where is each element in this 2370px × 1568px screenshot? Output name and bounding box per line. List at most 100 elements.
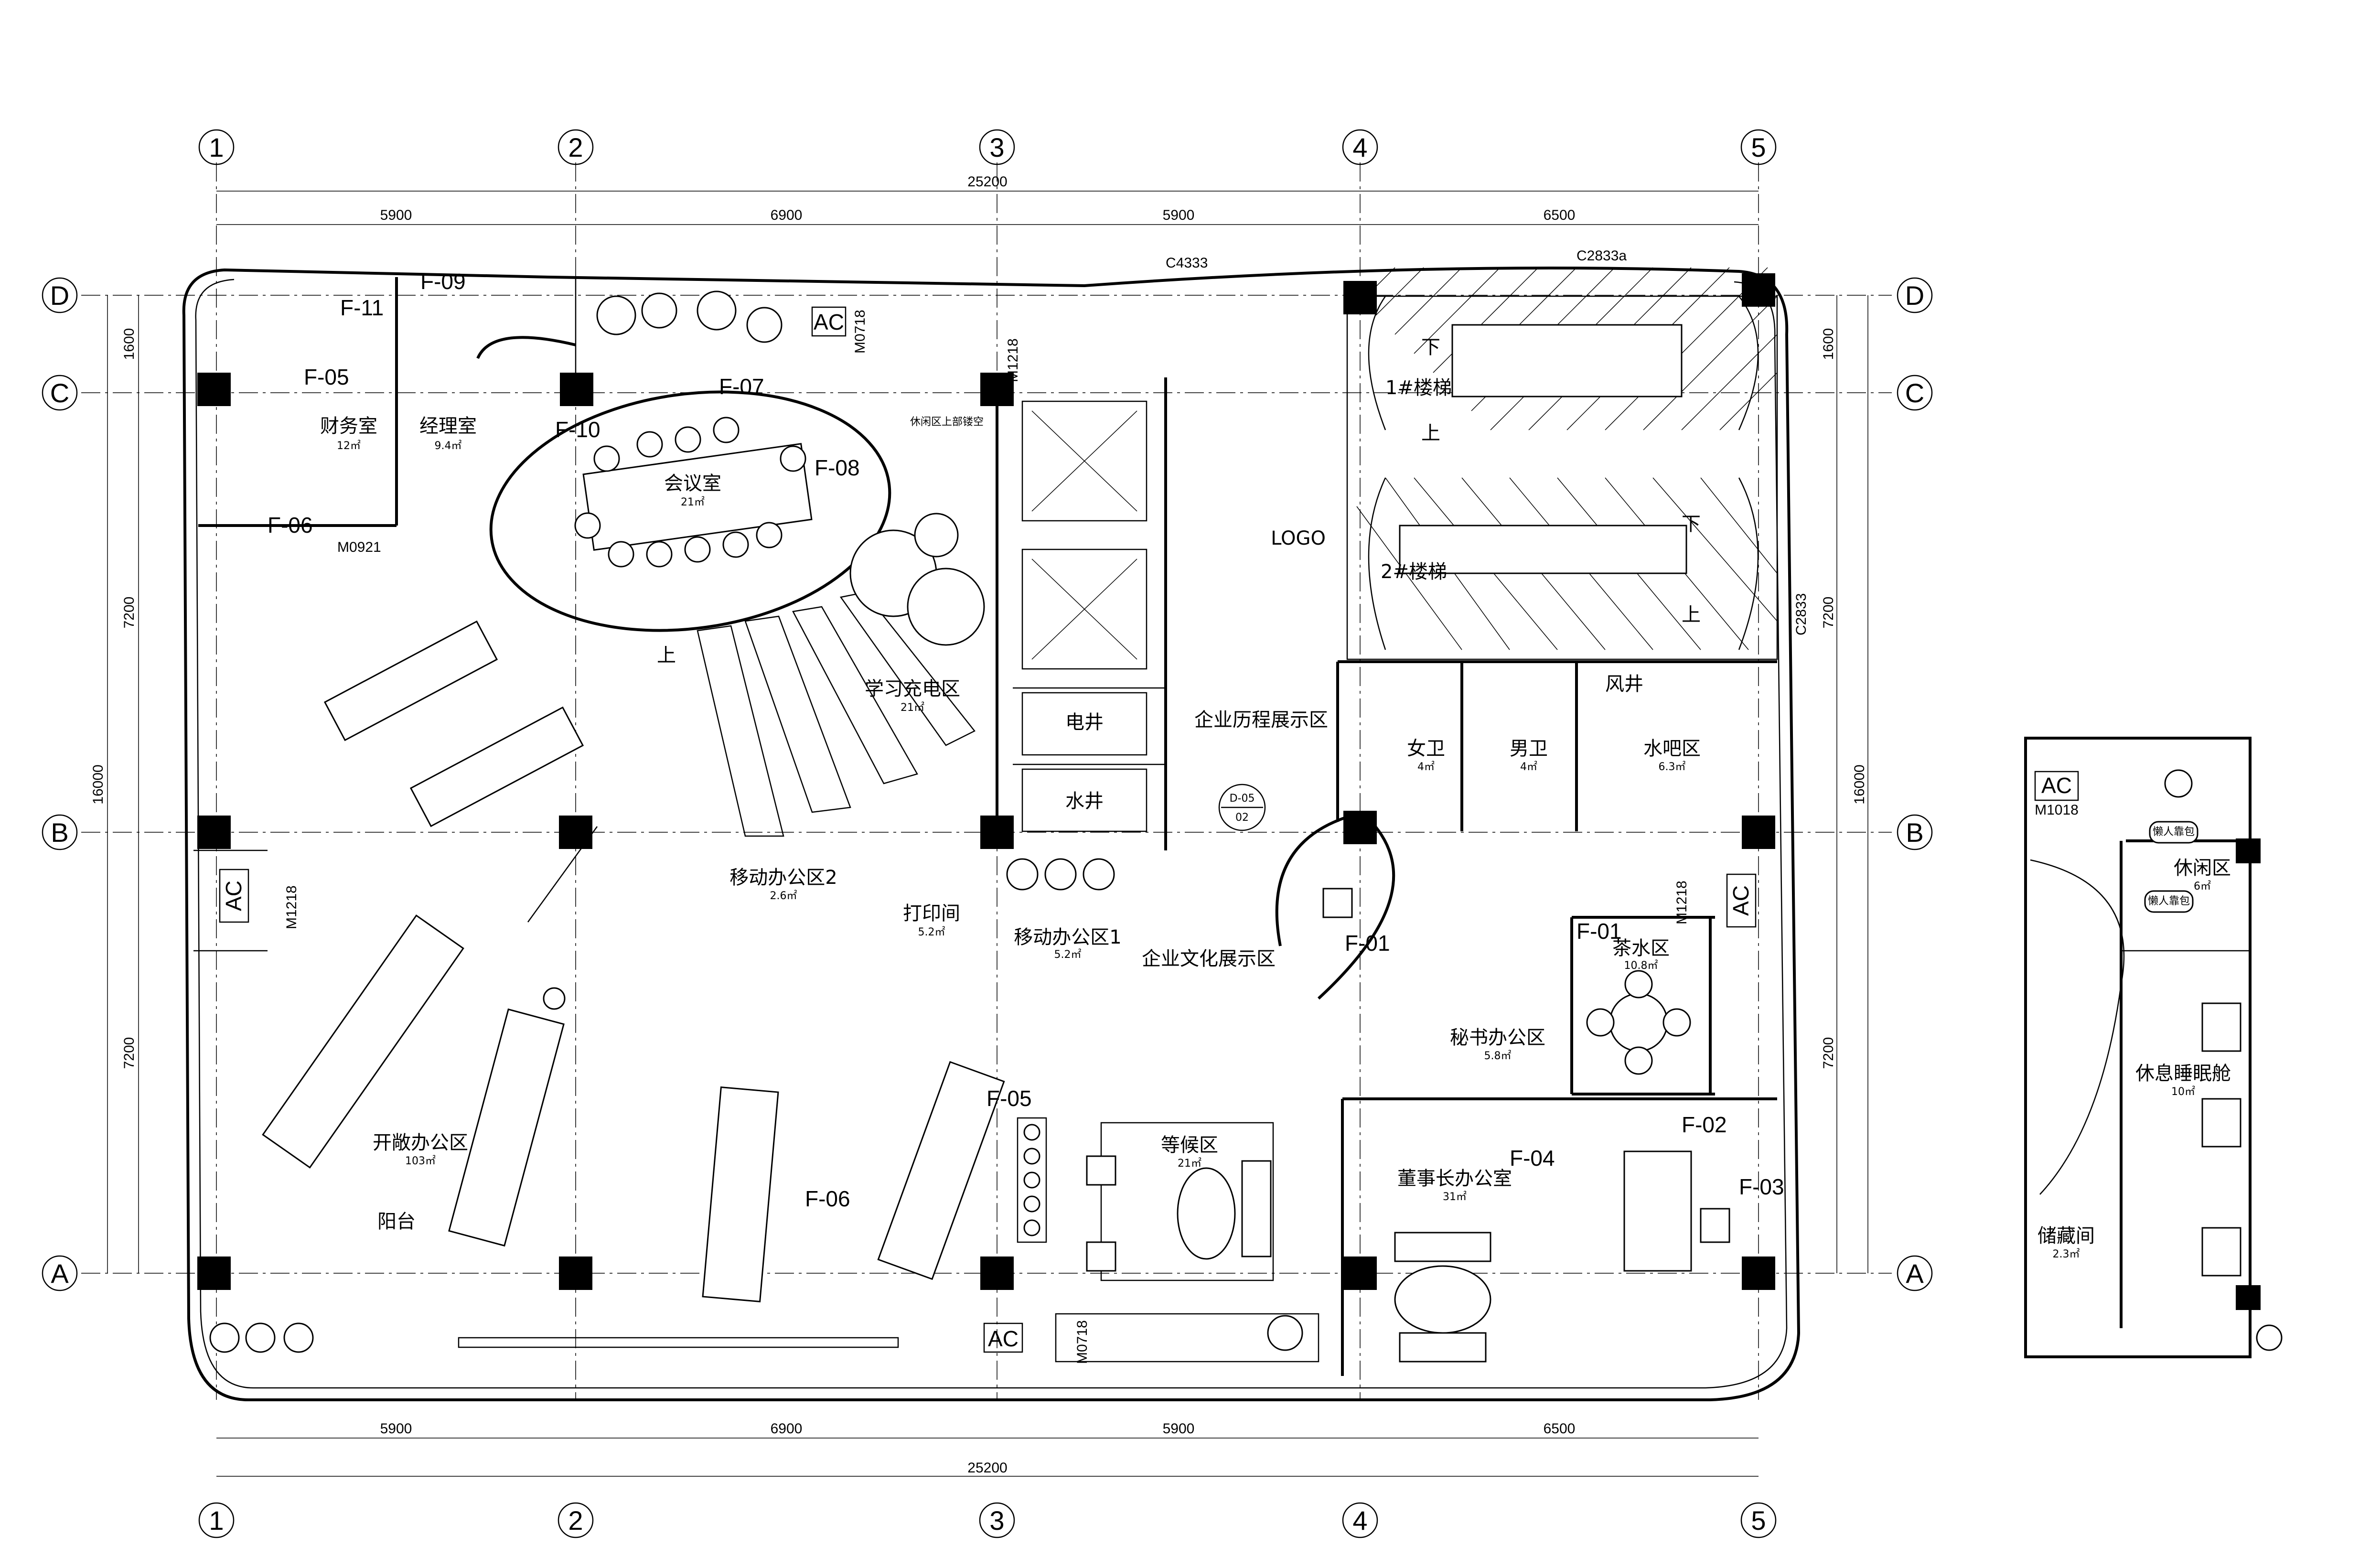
- window-tag: C2833: [1793, 593, 1809, 635]
- room-mobile2-area: 2.6㎡: [770, 890, 797, 902]
- door-tag: M1218: [284, 885, 300, 929]
- void-note-label: 休闲区上部镂空: [910, 416, 984, 428]
- axis-label-4-bottom: 4: [1352, 1505, 1367, 1536]
- dim-bottom-total: 25200: [967, 1460, 1007, 1476]
- code-tag: F-09: [420, 269, 466, 294]
- door-tag: M0718: [852, 310, 868, 354]
- room-women-name: 女卫: [1407, 738, 1445, 760]
- door-tag: M0921: [337, 539, 381, 555]
- beanbag-label: 懒人靠包: [2148, 895, 2190, 907]
- code-tag: F-07: [719, 374, 764, 399]
- balcony-strip: [209, 1313, 1319, 1363]
- columns: [197, 273, 1775, 1290]
- room-finance-name: 财务室: [320, 415, 377, 437]
- room-open-area: 103㎡: [405, 1155, 436, 1167]
- code-tag: F-03: [1739, 1174, 1784, 1199]
- door-tag: M1218: [1005, 338, 1021, 382]
- dimensions-bottom: 5900 6900 5900 6500 25200: [216, 1421, 1759, 1477]
- room-tea-name: 茶水区: [1612, 937, 1670, 959]
- dim-left-span-3: 7200: [121, 1037, 137, 1069]
- window-tag: C4333: [1166, 255, 1208, 271]
- axis-label-5-bottom: 5: [1751, 1505, 1766, 1536]
- water-shaft-label: 水井: [1065, 790, 1104, 812]
- balcony-label: 阳台: [377, 1211, 416, 1233]
- code-tag: F-01: [1576, 919, 1622, 944]
- room-print-name: 打印间: [903, 902, 960, 924]
- room-mobile2-name: 移动办公区2: [729, 867, 837, 889]
- room-men-name: 男卫: [1510, 738, 1548, 760]
- stair-up-label-1: 上: [1421, 422, 1440, 444]
- stair-down-label-1: 下: [1421, 336, 1440, 358]
- beanbag-label: 懒人靠包: [2153, 826, 2195, 838]
- stair-1-label: 1#楼梯: [1385, 377, 1452, 399]
- code-tag: F-06: [805, 1186, 850, 1211]
- axis-label-C-left: C: [50, 378, 69, 408]
- room-sleep-area: 10㎡: [2171, 1085, 2195, 1098]
- dimensions-left: 16000 1600 7200 7200: [90, 295, 139, 1273]
- elevator-core: 电井 水井 休闲区上部镂空: [910, 400, 1147, 832]
- dim-right-total: 16000: [1852, 764, 1867, 804]
- ac-label: AC: [988, 1326, 1019, 1351]
- room-storage-area: 2.3㎡: [2053, 1248, 2080, 1260]
- electric-shaft-label: 电井: [1065, 711, 1104, 733]
- axis-bubbles-left: D C B A: [42, 277, 78, 1291]
- room-open-name: 开敞办公区: [373, 1132, 468, 1154]
- room-secretary-area: 5.8㎡: [1484, 1050, 1512, 1062]
- room-mobile1-name: 移动办公区1: [1014, 926, 1121, 948]
- axis-label-A-left: A: [51, 1258, 69, 1289]
- room-waiting-name: 等候区: [1161, 1134, 1218, 1156]
- side-panel: AC M1018 懒人靠包 懒人靠包 休闲区 6㎡ 休息睡眠舱 10㎡ 储藏间 …: [2024, 737, 2283, 1358]
- room-secretary-name: 秘书办公区: [1450, 1027, 1545, 1049]
- room-waterbar-area: 6.3㎡: [1659, 761, 1686, 773]
- air-shaft-label: 风井: [1605, 673, 1643, 695]
- room-finance-area: 12㎡: [337, 440, 361, 452]
- axis-label-B-right: B: [1906, 817, 1923, 848]
- room-meeting-area: 21㎡: [681, 496, 705, 508]
- axis-bubbles-right: D C B A: [1897, 277, 1933, 1291]
- window-tag: C2833a: [1576, 248, 1627, 264]
- room-study-area: 21㎡: [901, 701, 924, 714]
- study-area: [697, 513, 985, 837]
- code-tag: F-01: [1345, 931, 1390, 956]
- open-office-desks: [262, 620, 1047, 1303]
- code-tag: F-05: [304, 365, 349, 389]
- plants: [543, 290, 1303, 1351]
- code-tag: F-10: [555, 417, 601, 442]
- code-tag: F-04: [1510, 1146, 1555, 1171]
- axis-label-D-right: D: [1905, 280, 1924, 311]
- section-marker-top: D-05: [1230, 793, 1255, 805]
- axis-label-2-bottom: 2: [568, 1505, 583, 1536]
- dim-top-total: 25200: [967, 174, 1007, 190]
- culture-exhibit-label: 企业文化展示区: [1142, 948, 1276, 970]
- axis-label-1-bottom: 1: [209, 1505, 224, 1536]
- room-labels: 财务室 12㎡ 经理室 9.4㎡ 会议室 21㎡ 学习充电区 21㎡ 移动办公区…: [320, 415, 1701, 1233]
- room-mobile1-area: 5.2㎡: [1054, 948, 1082, 961]
- meeting-up-label: 上: [657, 644, 676, 666]
- room-manager-name: 经理室: [419, 415, 477, 437]
- axis-label-A-right: A: [1906, 1258, 1924, 1289]
- axis-bubbles-bottom: 1 2 3 4 5: [198, 1502, 1777, 1538]
- room-leisure-name: 休闲区: [2174, 857, 2231, 879]
- chairman-office: [1394, 1150, 1730, 1363]
- axis-label-4-top: 4: [1352, 132, 1367, 162]
- room-chairman-name: 董事长办公室: [1397, 1168, 1512, 1190]
- logo-label: LOGO: [1271, 527, 1326, 549]
- code-tag: F-11: [340, 295, 384, 320]
- room-meeting-name: 会议室: [664, 473, 721, 494]
- code-tag: F-02: [1682, 1112, 1727, 1137]
- section-marker-bottom: 02: [1235, 812, 1249, 824]
- dim-top-span-4: 6500: [1544, 207, 1576, 223]
- room-manager-area: 9.4㎡: [435, 440, 462, 452]
- dim-left-span-1: 1600: [121, 328, 137, 360]
- waiting-area: [1086, 1122, 1274, 1281]
- stair-core: 下 1#楼梯 上 下 2#楼梯 上: [1346, 267, 1778, 660]
- dim-right-span-2: 7200: [1821, 597, 1836, 629]
- dim-bottom-span-1: 5900: [380, 1421, 412, 1437]
- stair-down-label-2: 下: [1682, 513, 1701, 535]
- axis-label-5-top: 5: [1751, 132, 1766, 162]
- ac-units: AC AC AC AC: [219, 306, 1757, 1353]
- dim-top-span-1: 5900: [380, 207, 412, 223]
- room-print-area: 5.2㎡: [918, 926, 945, 938]
- meeting-room: [489, 390, 891, 632]
- room-waterbar-name: 水吧区: [1643, 738, 1701, 760]
